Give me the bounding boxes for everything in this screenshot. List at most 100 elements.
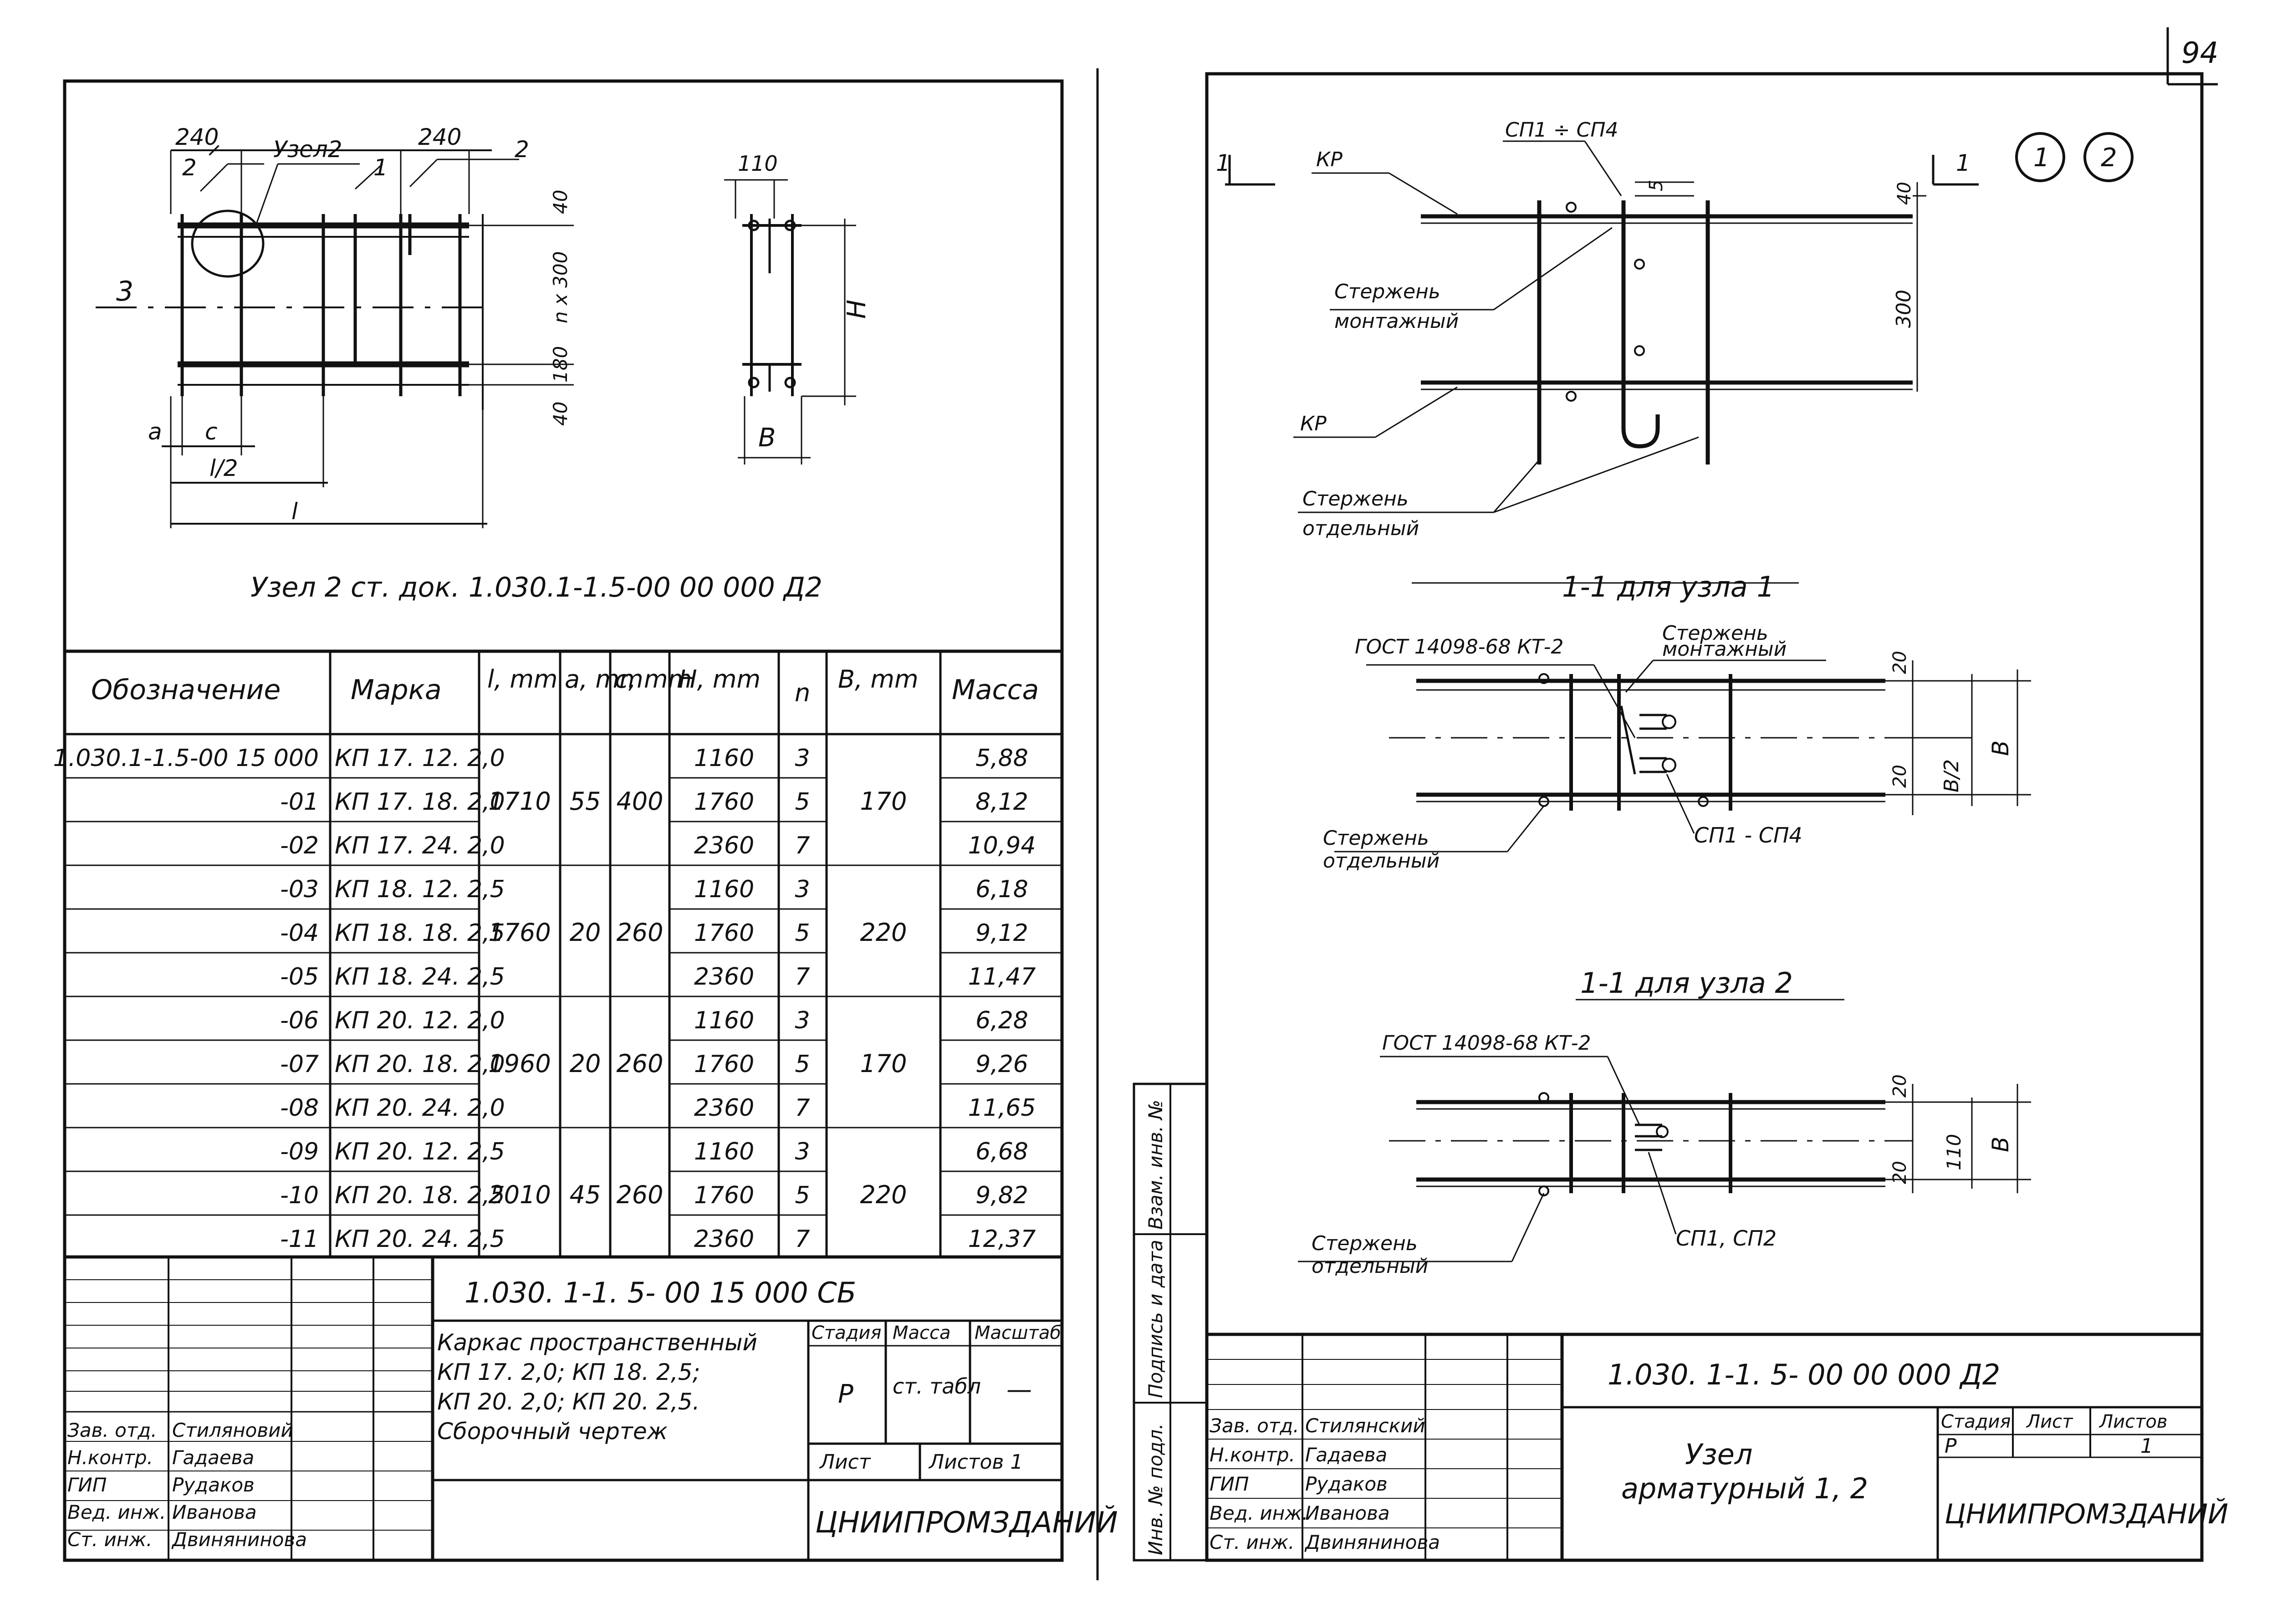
cell-mark: КП 18. 18. 2,5: [335, 919, 505, 947]
cut-mark-right: 1: [1956, 150, 1971, 176]
section-1-dim-20-top: 20: [1889, 651, 1910, 674]
stamp-replaced-inv: Взам. инв. №: [1144, 1100, 1167, 1230]
cell-mark: КП 20. 24. 2,0: [335, 1094, 505, 1122]
left-sheet-frame: [63, 79, 1064, 1562]
cell-designation: -03: [280, 876, 319, 903]
staff-role: ГИП: [67, 1474, 107, 1496]
left-organization: ЦНИИПРОМЗДАНИЙ: [815, 1505, 1118, 1540]
right-title-line-2: арматурный 1, 2: [1621, 1472, 1868, 1505]
label-l: l: [291, 498, 298, 525]
section-1-rod-mounting-1: Стержень: [1662, 622, 1768, 645]
section-2-sp: СП1, СП2: [1676, 1226, 1777, 1251]
cell-mark: КП 20. 12. 2,5: [335, 1138, 505, 1165]
section-node-1: [1334, 582, 2031, 853]
cell-H: 2360: [694, 963, 754, 991]
cell-mass: 9,12: [975, 919, 1028, 947]
staff-name: Рудаков: [1305, 1473, 1388, 1495]
spec-table-header: Обозначение Марка l, mm a, mm c, mm H, m…: [91, 665, 1039, 707]
cell-c: 400: [616, 787, 663, 816]
sp-range-label: СП1 ÷ СП4: [1505, 118, 1618, 142]
cell-B: 170: [860, 787, 907, 816]
staff-role: Зав. отд.: [1210, 1415, 1299, 1437]
hdr-l: l, mm: [487, 665, 558, 694]
left-desc-line-1: Каркас пространственный: [437, 1329, 757, 1356]
cell-mark: КП 17. 12. 2,0: [335, 745, 505, 772]
dim-300: 300: [1892, 290, 1915, 328]
left-desc-line-4: Сборочный чертеж: [437, 1418, 668, 1445]
section-1-sp: СП1 - СП4: [1694, 823, 1802, 848]
dim-240-right: 240: [418, 124, 461, 150]
cell-designation: -06: [280, 1007, 319, 1034]
staff-role: Н.контр.: [1210, 1444, 1295, 1466]
cell-c: 260: [616, 1049, 663, 1078]
right-organization: ЦНИИПРОМЗДАНИЙ: [1945, 1498, 2228, 1530]
right-doc-code: 1.030. 1-1. 5- 00 00 000 Д2: [1608, 1358, 2000, 1391]
left-scale-value: —: [1006, 1375, 1032, 1404]
rod-mounting-label-1: Стержень: [1334, 280, 1440, 303]
cell-n: 3: [795, 1007, 810, 1034]
hdr-n: n: [795, 679, 810, 707]
cell-H: 2360: [694, 1226, 754, 1253]
cell-mass: 6,28: [975, 1007, 1028, 1034]
cell-H: 1160: [694, 745, 754, 772]
staff-name: Рудаков: [172, 1474, 255, 1496]
cell-designation: -09: [280, 1138, 319, 1165]
section-2-rod-separate-2: отдельный: [1312, 1255, 1428, 1278]
label-H: H: [842, 300, 872, 319]
left-scale-header: Масштаб: [975, 1323, 1061, 1343]
label-c: c: [205, 419, 218, 445]
node-1-marker: 1: [2033, 143, 2050, 173]
left-sheets-header: Листов 1: [928, 1450, 1023, 1474]
left-desc-line-2: КП 17. 2,0; КП 18. 2,5;: [437, 1359, 700, 1385]
cell-designation: -02: [280, 832, 319, 859]
right-sheets-value: 1: [2140, 1435, 2153, 1458]
left-stage-value: Р: [838, 1379, 853, 1409]
position-2-left: 2: [182, 154, 197, 181]
staff-role: Вед. инж.: [67, 1501, 166, 1523]
right-sheet-frame: [1205, 72, 2204, 1562]
left-stage-header: Стадия: [812, 1323, 881, 1343]
cell-H: 1760: [694, 788, 754, 816]
dim-240-left: 240: [175, 124, 219, 150]
label-l-half: l/2: [209, 455, 238, 481]
cell-H: 1160: [694, 1007, 754, 1034]
section-2-dim-B: B: [1987, 1137, 2014, 1152]
cell-H: 1760: [694, 919, 754, 947]
cell-designation: -10: [280, 1182, 319, 1209]
side-stamp: [1133, 1083, 1208, 1562]
cell-c: 260: [616, 918, 663, 947]
cell-mass: 12,37: [968, 1226, 1036, 1253]
cell-mark: КП 20. 12. 2,0: [335, 1007, 505, 1034]
cell-H: 1160: [694, 1138, 754, 1165]
rod-separate-label-2: отдельный: [1302, 517, 1419, 540]
cell-designation: -07: [280, 1051, 319, 1078]
label-B: B: [758, 423, 776, 453]
left-sheet-header: Лист: [819, 1450, 871, 1474]
hdr-B: B, mm: [838, 665, 919, 694]
node2-callout: Узел2: [273, 136, 342, 163]
left-doc-code: 1.030. 1-1. 5- 00 15 000 СБ: [465, 1276, 856, 1309]
cell-designation: -04: [280, 919, 319, 947]
cell-designation: -11: [280, 1226, 319, 1253]
cell-designation: -05: [280, 963, 319, 991]
cell-l: 1760: [488, 918, 551, 947]
node-detail-top: [1225, 132, 2134, 513]
hdr-mark: Марка: [351, 674, 442, 706]
section-1-rod-separate-1: Стержень: [1323, 827, 1429, 850]
cell-n: 5: [795, 788, 810, 816]
section-1-dim-B-half: B/2: [1940, 759, 1963, 792]
cell-mass: 9,82: [975, 1182, 1028, 1209]
staff-name: Иванова: [1305, 1502, 1390, 1524]
cell-B: 220: [860, 918, 907, 947]
right-sheet-header: Лист: [2026, 1411, 2073, 1432]
cell-mass: 11,47: [968, 963, 1036, 991]
staff-name: Двинянинова: [171, 1528, 307, 1551]
cell-H: 2360: [694, 832, 754, 859]
cell-c: 260: [616, 1180, 663, 1209]
hdr-designation: Обозначение: [91, 674, 281, 706]
staff-role: Зав. отд.: [67, 1419, 157, 1441]
cell-mass: 11,65: [968, 1094, 1036, 1122]
stamp-inventory-no: Инв. № подл.: [1144, 1423, 1167, 1555]
